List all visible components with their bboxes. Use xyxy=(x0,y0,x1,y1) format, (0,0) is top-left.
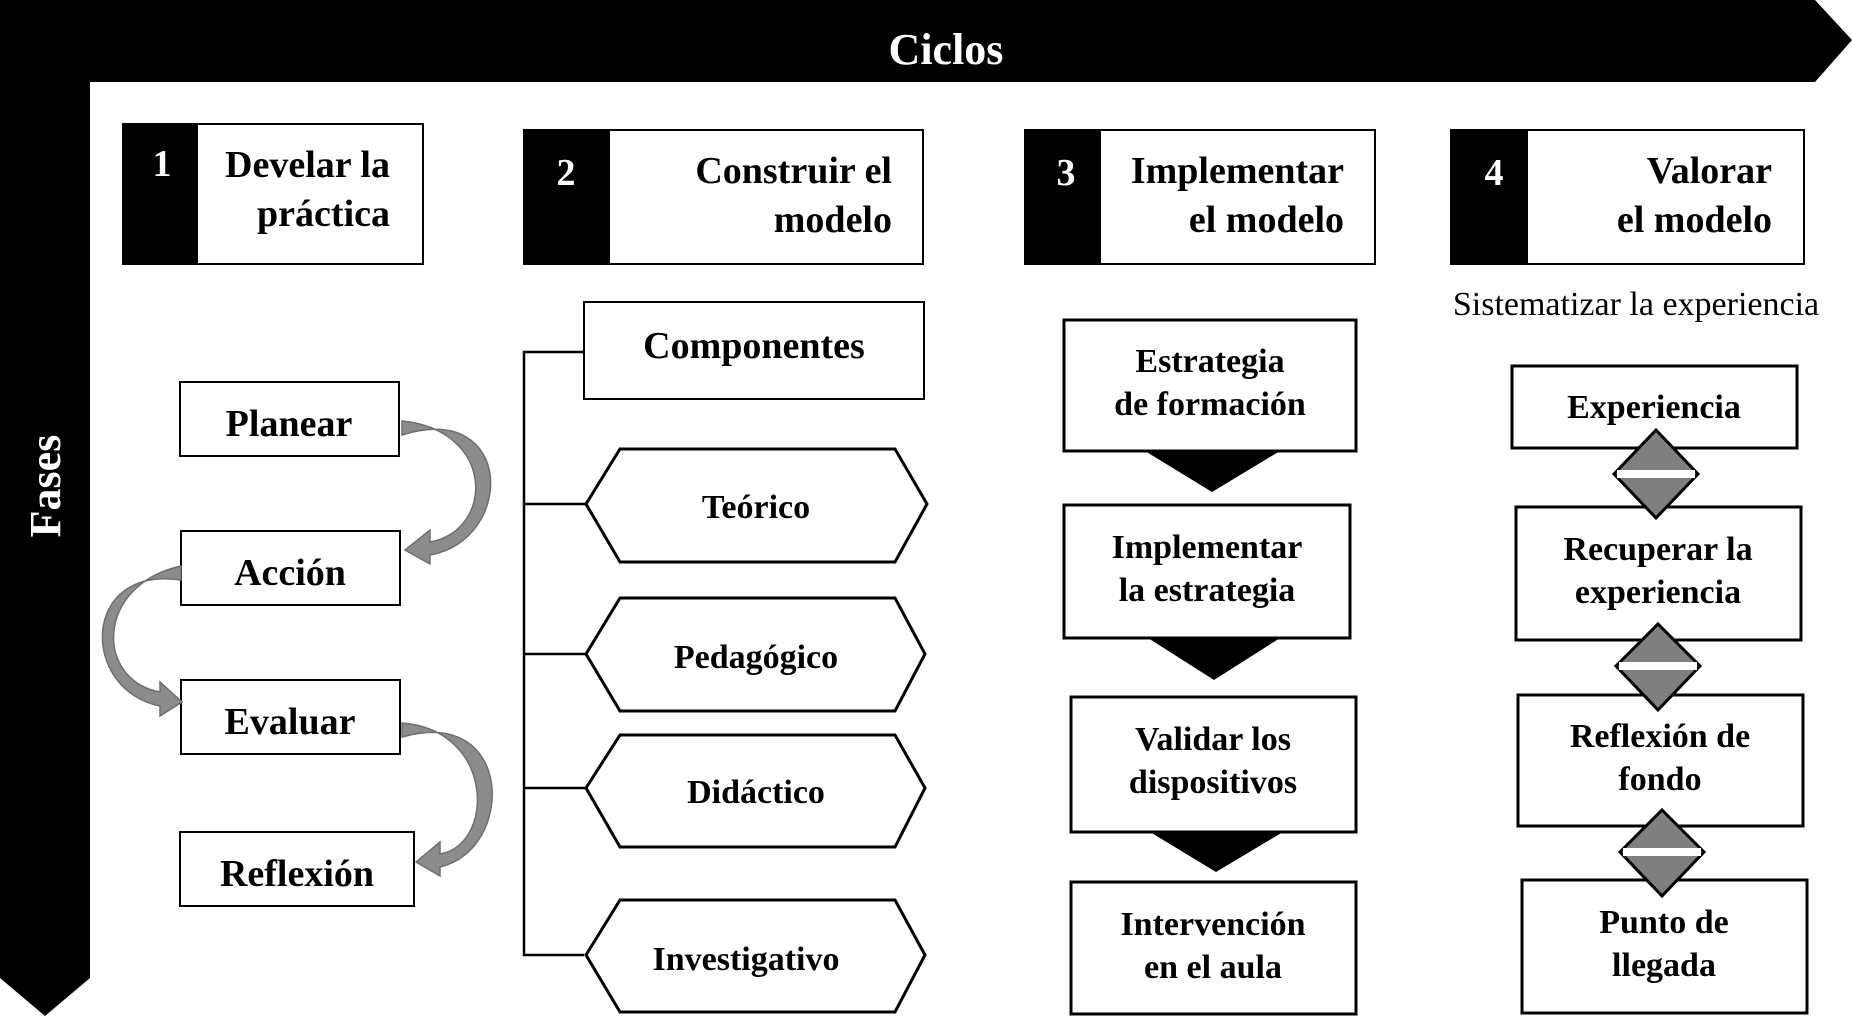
phase-4-title-line-1: Valorar xyxy=(1647,150,1772,192)
step4-4-line-2: llegada xyxy=(1612,947,1716,984)
component-hex-didactico xyxy=(584,733,927,849)
step-label-reflexion: Reflexión xyxy=(220,853,374,895)
curved-arrow-evaluar-to-reflexion xyxy=(401,722,493,878)
double-arrow-4-1 xyxy=(1611,427,1701,521)
step4-4-line-1: Punto de xyxy=(1599,904,1728,941)
step3-4-line-2: en el aula xyxy=(1144,949,1282,986)
down-arrow-3-1 xyxy=(1145,451,1280,492)
phase-3-title-line-1: Implementar xyxy=(1131,150,1344,192)
step-box-reflexion xyxy=(179,831,415,907)
step3-box-4 xyxy=(1069,880,1358,1016)
step-label-accion: Acción xyxy=(234,552,346,594)
curved-arrow-accion-to-evaluar xyxy=(101,565,184,718)
phase-1-title-line-2: práctica xyxy=(257,193,390,235)
phase-2-number: 2 xyxy=(557,152,576,194)
step3-1-line-2: de formación xyxy=(1114,386,1306,423)
step3-4-line-1: Intervención xyxy=(1120,906,1305,943)
components-header-label: Componentes xyxy=(643,325,865,367)
down-arrow-3-3 xyxy=(1150,832,1283,872)
step4-box-2 xyxy=(1514,505,1803,642)
component-label-teorico: Teórico xyxy=(702,489,810,526)
curved-arrow-planear-to-accion xyxy=(401,420,492,566)
components-header-box xyxy=(583,301,925,400)
phase-1-title-line-1: Develar la xyxy=(225,144,390,186)
double-arrow-4-2 xyxy=(1613,621,1703,713)
step4-1-line-1: Experiencia xyxy=(1567,389,1741,426)
step4-3-line-1: Reflexión de xyxy=(1570,718,1750,755)
step4-3-line-2: fondo xyxy=(1618,761,1701,798)
phase-2-title-line-1: Construir el xyxy=(695,150,892,192)
phase-3-header: 3 Implementar el modelo xyxy=(1024,129,1376,265)
component-hex-teorico xyxy=(584,447,929,564)
phase-4-number: 4 xyxy=(1485,152,1504,194)
step3-3-line-2: dispositivos xyxy=(1129,764,1297,801)
step-box-accion xyxy=(180,530,401,606)
component-label-pedagogico: Pedagógico xyxy=(674,639,838,676)
component-hex-pedagogico xyxy=(584,596,927,713)
step4-box-4 xyxy=(1520,878,1809,1015)
down-arrow-3-2 xyxy=(1148,638,1280,680)
step3-1-line-1: Estrategia xyxy=(1135,343,1284,380)
phase-3-title-line-2: el modelo xyxy=(1189,199,1344,241)
step3-box-3 xyxy=(1069,695,1358,834)
phase-4-subtitle: Sistematizar la experiencia xyxy=(1453,286,1819,323)
phase-3-number: 3 xyxy=(1057,152,1076,194)
axis-label-fases: Fases xyxy=(21,435,70,538)
step4-box-1 xyxy=(1510,364,1799,450)
phase-4-steps: Sistematizar la experiencia Experiencia … xyxy=(1453,286,1819,1015)
double-arrow-4-3 xyxy=(1617,807,1707,899)
phase-3-steps: Estrategia de formación Implementar la e… xyxy=(1062,318,1358,1016)
component-label-didactico: Didáctico xyxy=(687,774,825,811)
step-box-planear xyxy=(179,381,400,457)
phase-2-header: 2 Construir el modelo xyxy=(523,129,924,265)
phase-4-header: 4 Valorar el modelo xyxy=(1450,129,1805,265)
step-box-evaluar xyxy=(180,679,401,755)
phase-2-title-line-2: modelo xyxy=(774,199,892,241)
step4-box-3 xyxy=(1516,693,1805,828)
phase-4-title-line-2: el modelo xyxy=(1617,199,1772,241)
step-label-planear: Planear xyxy=(226,403,353,445)
phase-1-number: 1 xyxy=(153,143,172,185)
step4-2-line-1: Recuperar la xyxy=(1563,531,1752,568)
component-hex-investigativo xyxy=(584,898,927,1014)
step3-3-line-1: Validar los xyxy=(1135,721,1291,758)
phase-1-cycle: Planear Acción Evaluar Reflexión xyxy=(101,381,493,907)
component-label-investigativo: Investigativo xyxy=(653,941,840,978)
phase-2-components: Componentes Teórico Pedagógico Didáctico… xyxy=(522,301,929,1014)
step3-2-line-1: Implementar xyxy=(1112,529,1303,566)
step3-2-line-2: la estrategia xyxy=(1119,572,1296,609)
axis-label-ciclos: Ciclos xyxy=(889,25,1004,74)
phase-1-header: 1 Develar la práctica xyxy=(122,123,424,265)
step3-box-1 xyxy=(1062,318,1358,453)
step3-box-2 xyxy=(1062,503,1352,640)
components-bracket xyxy=(522,350,586,957)
step4-2-line-2: experiencia xyxy=(1575,574,1741,611)
step-label-evaluar: Evaluar xyxy=(225,701,356,743)
